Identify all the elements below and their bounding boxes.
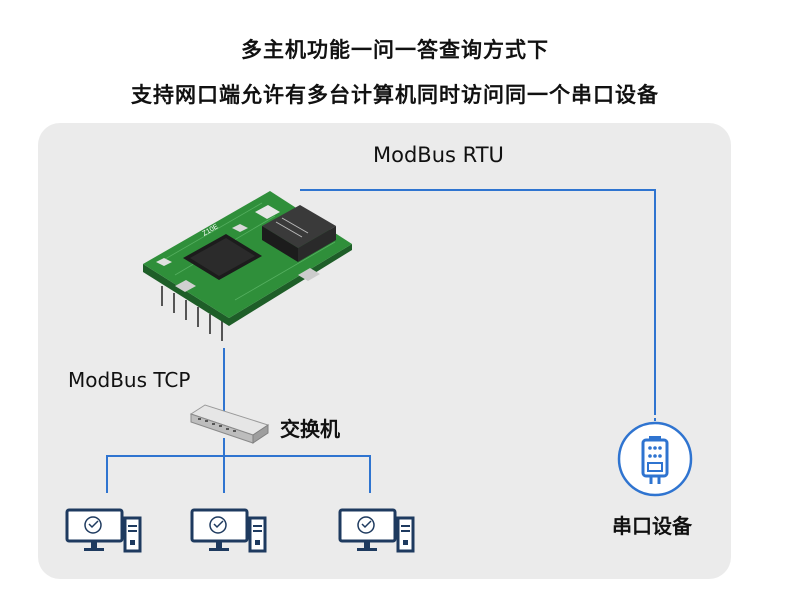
- network-switch-icon: [189, 404, 270, 444]
- computer-icon: [65, 508, 142, 553]
- modbus-tcp-label: ModBus TCP: [68, 368, 191, 392]
- modbus-rtu-label: ModBus RTU: [373, 143, 504, 167]
- diagram-panel: [38, 123, 731, 579]
- switch-label: 交换机: [280, 417, 340, 441]
- pc-bus-line: [106, 455, 371, 493]
- pcb-module-icon: Z10E: [143, 191, 352, 341]
- connection-lines: [106, 189, 656, 493]
- rtu-line: [300, 189, 656, 412]
- computer-icon: [190, 508, 267, 553]
- title-line-1: 多主机功能一问一答查询方式下: [241, 38, 549, 62]
- title-line-2: 支持网口端允许有多台计算机同时访问同一个串口设备: [131, 83, 659, 107]
- serial-device-label: 串口设备: [612, 514, 692, 538]
- computer-icon: [338, 508, 415, 553]
- serial-port-icon: [617, 421, 693, 497]
